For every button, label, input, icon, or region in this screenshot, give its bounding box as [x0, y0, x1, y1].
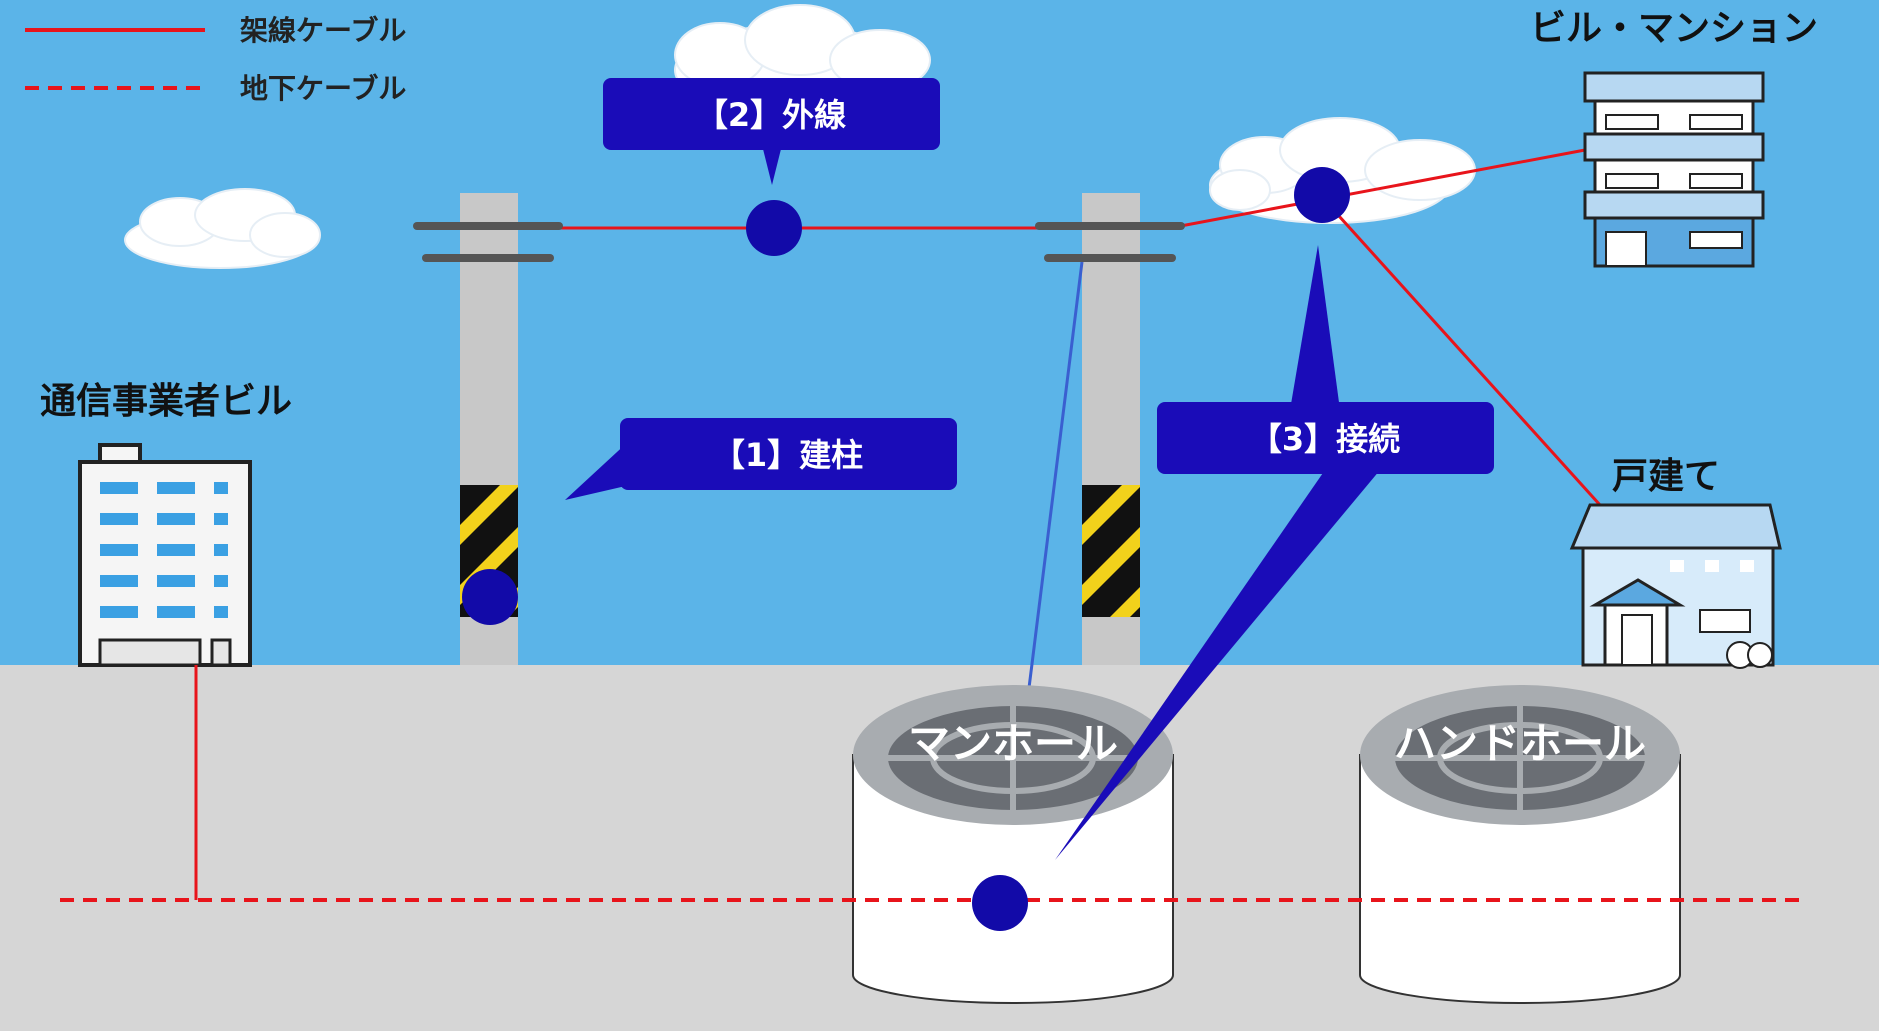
marker-pole: [462, 569, 518, 625]
legend-aerial-label: 架線ケーブル: [240, 14, 406, 47]
cloud-left: [124, 188, 321, 269]
cloud-top: [674, 4, 931, 116]
handhole-icon: [1359, 685, 1681, 1004]
house-label: 戸建て: [1612, 456, 1720, 497]
house-icon: [1569, 503, 1782, 669]
marker-outside-line: [746, 200, 802, 256]
aerial-cable-house: [1318, 193, 1602, 507]
callout-pole: 【1】建柱: [565, 418, 957, 500]
manhole-label: マンホール: [908, 719, 1118, 768]
handhole-label: ハンドホール: [1394, 719, 1646, 768]
utility-pole-2: [1035, 193, 1185, 665]
aerial-cable-apartment: [1169, 148, 1586, 230]
carrier-building-icon: [78, 443, 252, 667]
callout-outside-line-text: 【2】外線: [696, 96, 846, 134]
marker-underground-connection: [972, 875, 1028, 931]
hazard-stripes: [1082, 485, 1140, 617]
callout-outside-line: 【2】外線: [603, 78, 940, 185]
callout-connection: 【3】接続: [1055, 245, 1494, 860]
legend: 架線ケーブル 地下ケーブル: [25, 14, 406, 105]
apartment-label: ビル・マンション: [1530, 8, 1818, 49]
marker-aerial-connection: [1294, 167, 1350, 223]
apartment-icon: [1583, 71, 1765, 268]
carrier-building-label: 通信事業者ビル: [40, 381, 292, 422]
callout-connection-text: 【3】接続: [1250, 420, 1400, 458]
aerial-cables: [560, 148, 1602, 507]
callout-pole-text: 【1】建柱: [713, 436, 863, 474]
legend-underground-label: 地下ケーブル: [240, 72, 406, 105]
